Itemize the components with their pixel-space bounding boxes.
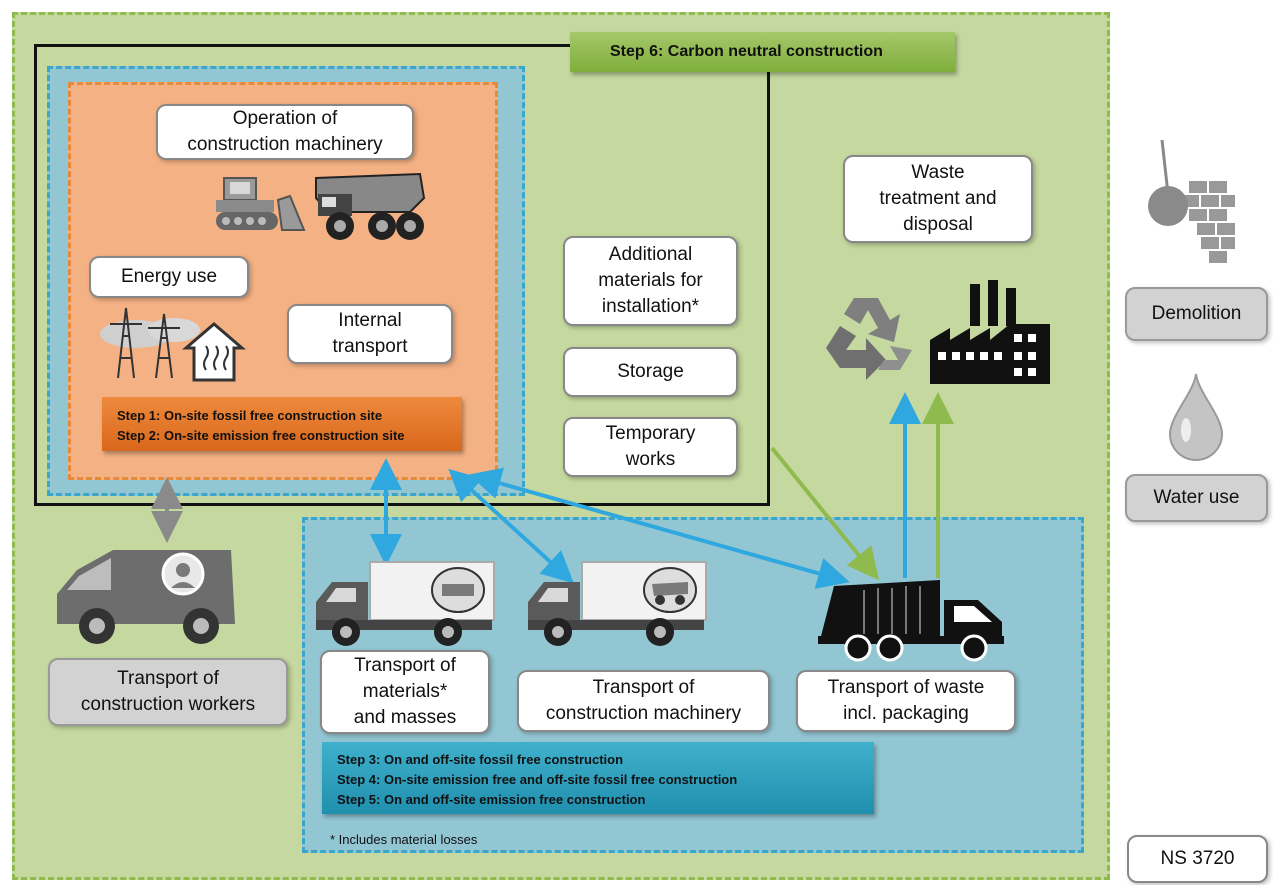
garbage-truck-icon xyxy=(818,580,1004,662)
truck-materials-icon xyxy=(316,561,495,646)
truck-machinery-icon xyxy=(528,561,707,646)
factory-icon xyxy=(930,280,1050,384)
steps-1-2-banner: Step 1: On-site fossil free construction… xyxy=(102,397,462,451)
steps-3-5-banner: Step 3: On and off-site fossil free cons… xyxy=(322,742,874,814)
water-use-box: Water use xyxy=(1125,474,1268,522)
bulldozer-icon xyxy=(216,177,306,231)
transport-materials-box: Transport of materials* and masses xyxy=(320,650,490,734)
temporary-works-box: Temporary works xyxy=(563,417,738,477)
wrecking-ball-icon xyxy=(1148,140,1237,265)
step3-text: Step 3: On and off-site fossil free cons… xyxy=(337,752,624,767)
arrow-green-to-waste xyxy=(770,446,880,581)
additional-materials-box: Additional materials for installation* xyxy=(563,236,738,326)
transport-workers-box: Transport of construction workers xyxy=(48,658,288,726)
step5-text: Step 5: On and off-site emission free co… xyxy=(337,792,646,807)
internal-transport-box: Internal transport xyxy=(287,304,453,364)
operation-machinery-box: Operation of construction machinery xyxy=(156,104,414,160)
transport-machinery-box: Transport of construction machinery xyxy=(517,670,770,732)
demolition-box: Demolition xyxy=(1125,287,1268,341)
step4-text: Step 4: On-site emission free and off-si… xyxy=(337,772,738,787)
energy-use-box: Energy use xyxy=(89,256,249,298)
transport-waste-box: Transport of waste incl. packaging xyxy=(796,670,1016,732)
step6-banner: Step 6: Carbon neutral construction xyxy=(570,32,955,72)
recycle-icon xyxy=(826,298,912,380)
footnote: * Includes material losses xyxy=(330,832,478,847)
ns3720-box: NS 3720 xyxy=(1127,835,1268,883)
water-drop-icon xyxy=(1168,373,1224,461)
site-boundary xyxy=(34,44,770,506)
power-grid-house-icon xyxy=(100,307,246,382)
waste-treatment-box: Waste treatment and disposal xyxy=(843,155,1033,243)
arrow-waste-transport xyxy=(468,467,850,589)
dump-truck-icon xyxy=(315,172,426,240)
storage-box: Storage xyxy=(563,347,738,397)
step2-text: Step 2: On-site emission free constructi… xyxy=(117,428,405,443)
step1-text: Step 1: On-site fossil free construction… xyxy=(117,408,383,423)
van-workers-icon xyxy=(57,550,235,644)
